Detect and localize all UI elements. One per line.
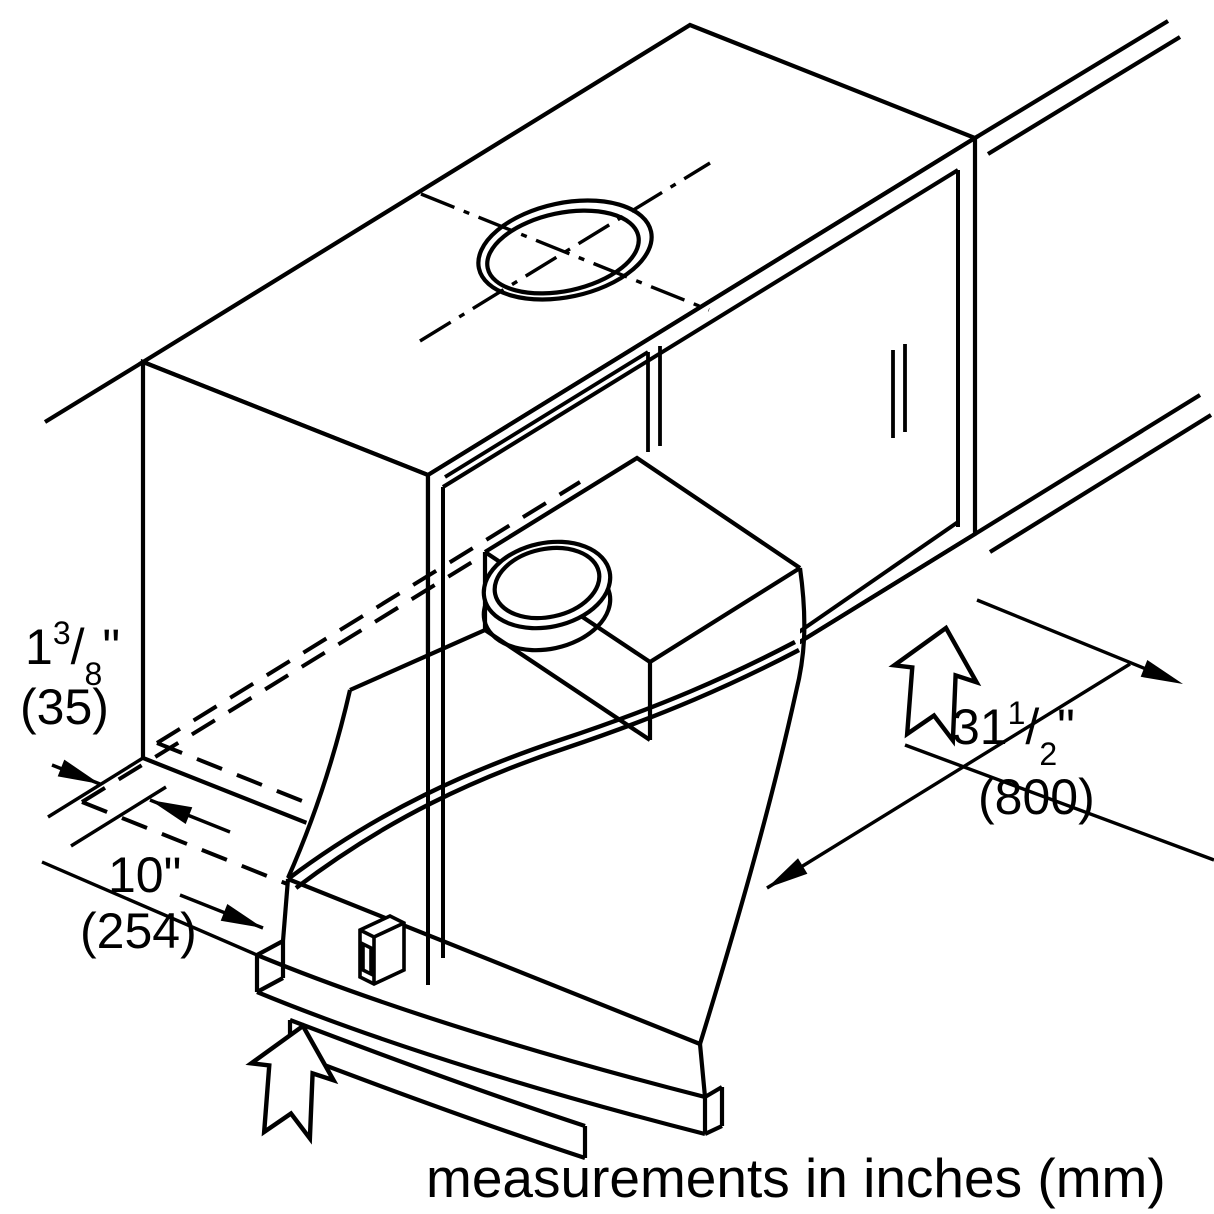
interior-lines	[444, 344, 907, 479]
label-dim-254: 10"	[108, 847, 182, 903]
insertion-arrow-front	[245, 1022, 339, 1145]
bottom-flange	[254, 939, 725, 1137]
hood-front-top-edge	[286, 640, 801, 890]
hood-taper	[280, 567, 807, 1098]
hood-silhouette	[257, 458, 800, 1158]
label-dim-35-mm: (35)	[20, 679, 109, 735]
label-dim-800: 311/2"	[952, 695, 1075, 772]
telescopic-rail	[287, 1018, 588, 1160]
adjacent-structure-lines	[43, 19, 1213, 554]
dim-254-group	[41, 860, 264, 957]
insertion-arrow-side	[888, 624, 982, 747]
dim-35-group	[47, 756, 231, 848]
hole-centerlines	[419, 161, 711, 343]
duct-collar	[481, 539, 613, 653]
label-dim-254-mm: (254)	[80, 903, 197, 959]
diagram-caption: measurements in inches (mm)	[426, 1147, 1166, 1209]
dim-800-group	[766, 598, 1214, 890]
duct-cutout-hole	[419, 161, 711, 343]
control-switch	[358, 914, 406, 986]
hood-insert	[254, 455, 807, 1160]
cabinet-frame-verticals	[426, 475, 445, 985]
label-dim-800-mm: (800)	[978, 769, 1095, 825]
label-dim-35: 13/8"	[25, 615, 121, 692]
